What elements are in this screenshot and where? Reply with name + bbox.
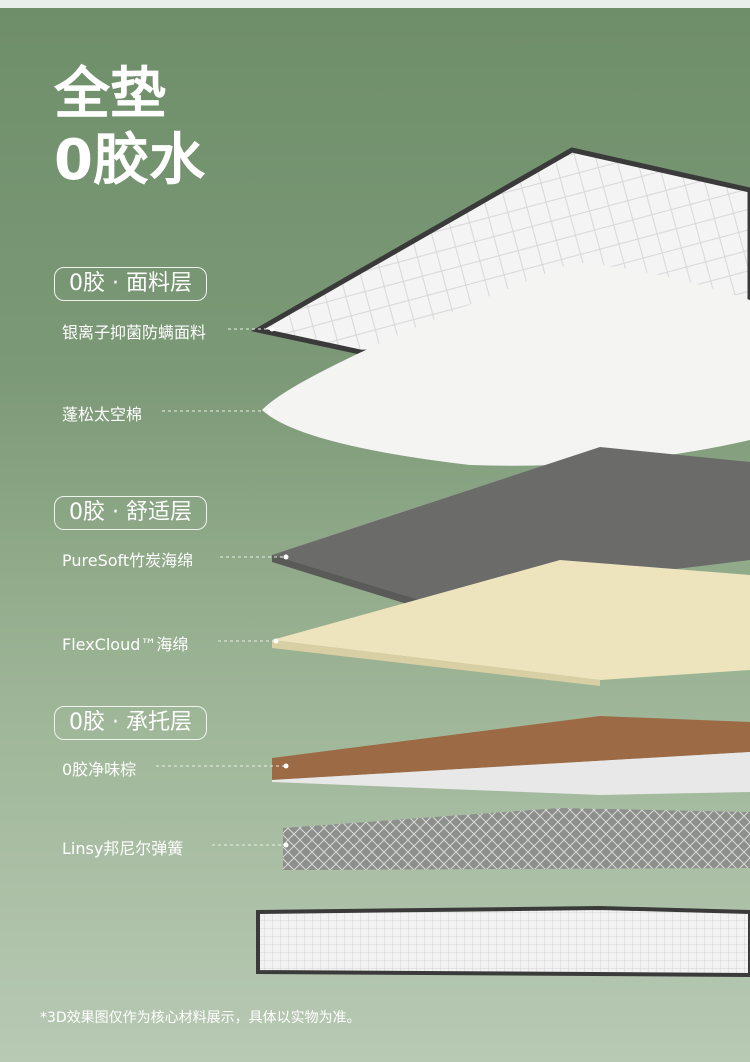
badge-comfort-layer: 0胶 · 舒适层 [54,496,207,530]
headline-line-2: 0胶水 [54,128,205,193]
label-springs: Linsy邦尼尔弹簧 [62,839,184,858]
badge-fabric-layer: 0胶 · 面料层 [54,267,207,301]
charcoal-foam-layer [272,447,750,600]
coir-layer [272,716,750,780]
cream-foam-layer [272,560,750,680]
label-coir: 0胶净味棕 [62,760,137,779]
base-mattress [256,905,750,978]
cotton-layer [262,262,750,466]
footnote: *3D效果图仅作为核心材料展示，具体以实物为准。 [40,1010,361,1026]
spring-layer [283,808,750,870]
headline-line-1: 全垫 [54,62,166,127]
label-flexcloud-foam: FlexCloud™海绵 [62,635,189,654]
top-strip [0,0,750,8]
label-cotton: 蓬松太空棉 [62,405,143,424]
label-fabric: 银离子抑菌防螨面料 [62,323,207,342]
headline: 全垫 0胶水 [54,62,205,194]
label-charcoal-foam: PureSoft竹炭海绵 [62,551,194,570]
badge-support-layer: 0胶 · 承托层 [54,706,207,740]
